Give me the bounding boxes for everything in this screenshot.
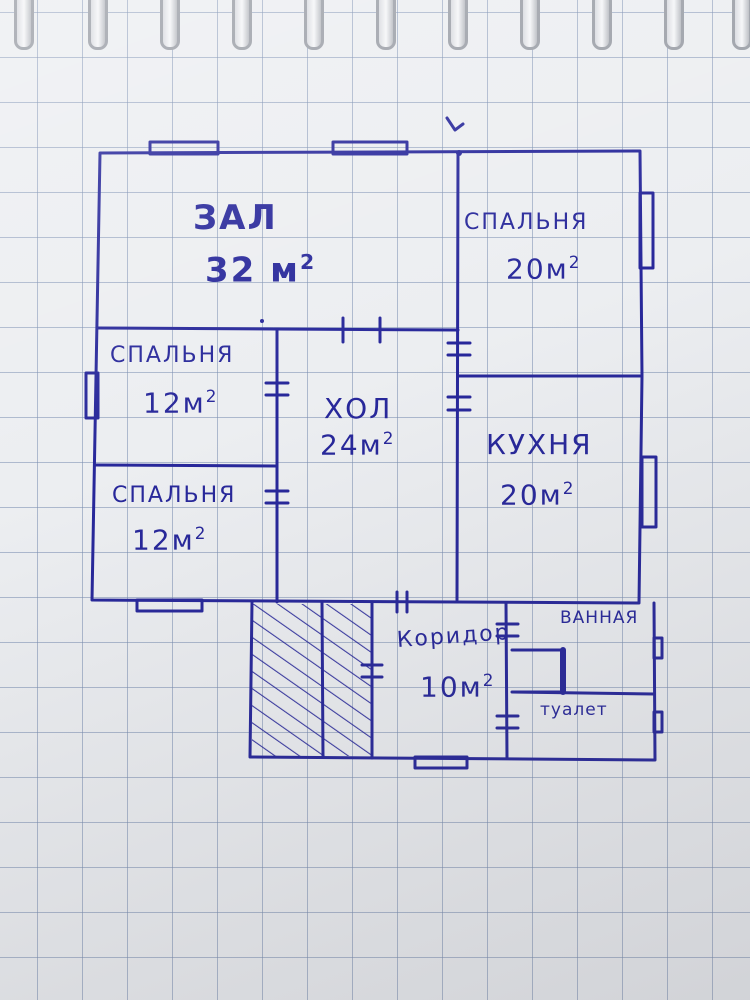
partition-wall: [504, 601, 509, 760]
door-mark: [341, 316, 382, 344]
spiral-ring: [14, 0, 34, 50]
room-label-zal-area: 32 м2: [205, 250, 316, 290]
room-label-hall-area: 24м2: [320, 428, 395, 461]
spiral-ring: [664, 0, 684, 50]
partition-wall: [510, 648, 656, 696]
hatched-area: [252, 604, 372, 756]
door-mark: [495, 714, 520, 730]
area-unit: м: [171, 523, 195, 557]
room-label-bathroom: ВАННАЯ: [560, 608, 639, 628]
area-value: 20: [500, 478, 540, 512]
room-label-zal-name: ЗАЛ: [193, 198, 278, 238]
room-label-toilet: туалет: [540, 700, 608, 720]
area-unit: м: [359, 428, 383, 462]
door-mark: [264, 489, 290, 505]
area-unit: м: [539, 478, 563, 512]
room-label-bedroom2-area: 12м2: [143, 386, 218, 419]
area-value: 24: [320, 428, 360, 462]
area-exponent: 2: [482, 670, 496, 690]
spiral-ring: [160, 0, 180, 50]
window: [413, 755, 469, 770]
window: [84, 371, 100, 420]
door-mark: [264, 381, 290, 397]
spiral-ring: [232, 0, 252, 50]
spiral-ring: [592, 0, 612, 50]
door-mark: [446, 395, 472, 412]
area-unit: м: [545, 252, 569, 286]
spiral-ring: [88, 0, 108, 50]
window: [638, 191, 655, 270]
area-unit: м: [270, 250, 300, 291]
window: [640, 455, 658, 529]
room-label-corridor-area: 10м2: [420, 670, 495, 703]
room-label-bedroom3-name: СПАЛЬНЯ: [112, 483, 237, 508]
area-exponent: 2: [194, 523, 208, 543]
area-value: 12: [132, 523, 172, 557]
partition-wall: [93, 463, 279, 468]
spiral-ring: [376, 0, 396, 50]
room-label-hall-name: ХОЛ: [324, 392, 393, 425]
window: [135, 598, 204, 613]
window: [331, 140, 409, 156]
door-mark: [495, 622, 520, 638]
area-exponent: 2: [382, 428, 396, 448]
area-exponent: 2: [299, 250, 317, 274]
spiral-binding: [0, 0, 750, 60]
area-value: 12: [143, 386, 183, 420]
window: [652, 636, 664, 660]
area-value: 32: [205, 250, 257, 291]
spiral-ring: [304, 0, 324, 50]
door-mark: [445, 116, 465, 132]
area-exponent: 2: [562, 478, 576, 498]
area-unit: м: [182, 386, 206, 420]
room-label-bedroom1-area: 20м2: [506, 252, 581, 285]
spiral-ring: [520, 0, 540, 50]
spiral-ring: [448, 0, 468, 50]
area-value: 20: [506, 252, 546, 286]
door-mark: [395, 590, 409, 614]
room-label-bedroom2-name: СПАЛЬНЯ: [110, 343, 235, 368]
room-label-kitchen-name: КУХНЯ: [486, 428, 593, 461]
door-mark: [446, 341, 472, 357]
room-label-bedroom1-name: СПАЛЬНЯ: [464, 210, 589, 235]
room-label-bedroom3-area: 12м2: [132, 523, 207, 556]
window: [652, 710, 664, 734]
area-value: 10: [420, 670, 460, 704]
room-label-kitchen-area: 20м2: [500, 478, 575, 511]
window: [148, 140, 220, 156]
area-unit: м: [459, 670, 483, 704]
area-exponent: 2: [205, 386, 219, 406]
area-exponent: 2: [568, 252, 582, 272]
